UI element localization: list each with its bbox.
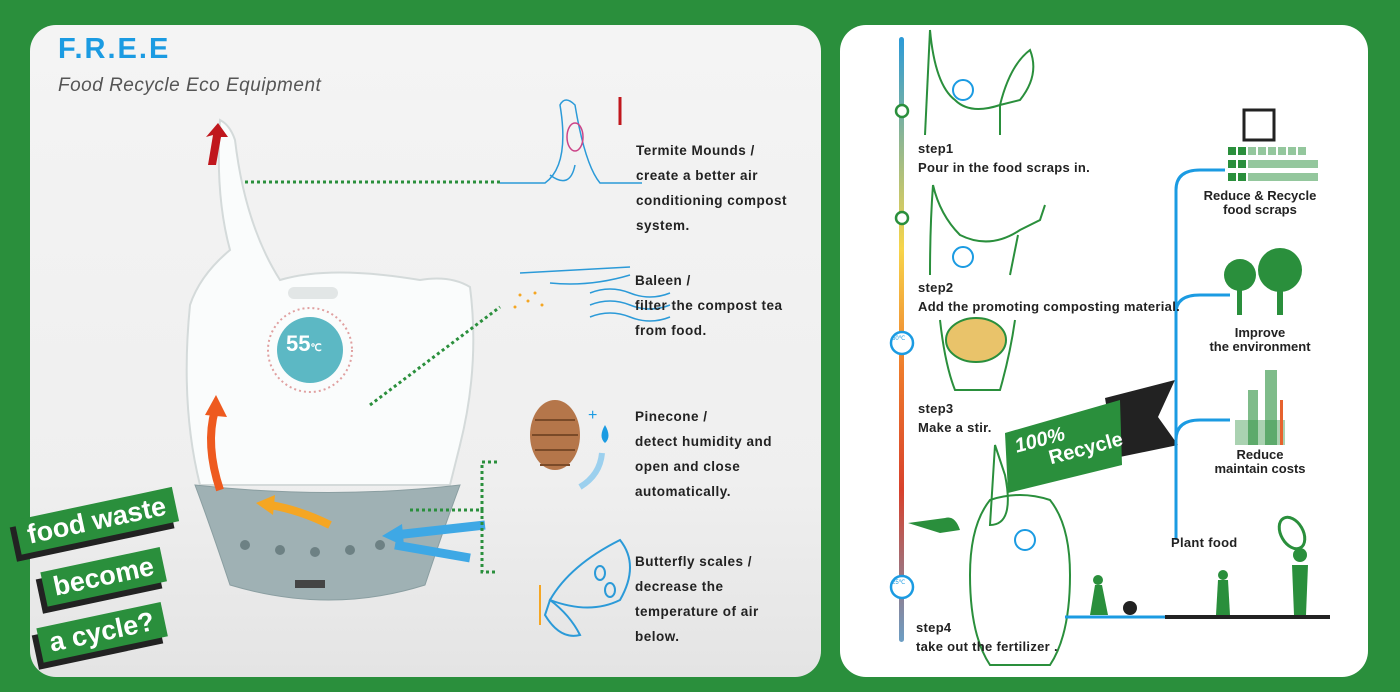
people-farming-icon bbox=[1090, 515, 1308, 615]
ground-line bbox=[1165, 615, 1330, 619]
step-4: step4 take out the fertilizer . bbox=[916, 618, 1058, 656]
timeline-temp-node bbox=[889, 574, 915, 600]
process-illustration bbox=[889, 29, 1330, 666]
feature-text: open and close bbox=[635, 459, 741, 474]
feature-text: decrease the bbox=[635, 579, 724, 594]
trees-icon bbox=[1224, 248, 1302, 315]
feature-baleen: Baleen / filter the compost tea from foo… bbox=[635, 268, 783, 343]
display-unit: ℃ bbox=[310, 343, 322, 354]
airflow-arrow-icon bbox=[207, 408, 224, 492]
device-handle-slot bbox=[288, 287, 338, 299]
feature-text: filter the compost tea bbox=[635, 298, 783, 313]
timeline-temp: 60℃ bbox=[892, 336, 906, 342]
badge-flag bbox=[1105, 380, 1178, 458]
step-text: take out the fertilizer . bbox=[916, 639, 1058, 654]
step-1: step1 Pour in the food scraps in. bbox=[918, 139, 1090, 177]
feature-text: conditioning compost bbox=[636, 193, 787, 208]
airflow-arrow-icon bbox=[394, 540, 471, 563]
carrot-icon bbox=[1277, 515, 1307, 551]
feature-title: Butterfly scales / bbox=[635, 554, 753, 569]
right-panel: 60℃ 25℃ step1 Pour in the food scraps in… bbox=[840, 25, 1368, 677]
benefit-reduce-recycle: Reduce & Recycle food scraps bbox=[1180, 189, 1340, 217]
step-text: Add the promoting composting material. bbox=[918, 299, 1181, 314]
step-label: step1 bbox=[918, 141, 954, 156]
step-device-icons bbox=[924, 29, 1072, 666]
product-illustration: + bbox=[185, 97, 671, 637]
display-temperature: 55 bbox=[286, 331, 311, 356]
step-3: step3 Make a stir. bbox=[918, 399, 992, 437]
airflow-arrow-icon bbox=[269, 501, 332, 529]
exhaust-arrow-icon bbox=[206, 123, 228, 165]
feature-text: below. bbox=[635, 629, 680, 644]
svg-text:+: + bbox=[588, 407, 597, 424]
feature-butterfly: Butterfly scales / decrease the temperat… bbox=[635, 549, 759, 649]
baleen-icon bbox=[513, 266, 671, 322]
step-2: step2 Add the promoting composting mater… bbox=[918, 278, 1180, 316]
connector-lines bbox=[245, 180, 501, 574]
device-display-icon bbox=[952, 246, 974, 268]
feature-text: system. bbox=[636, 218, 690, 233]
benefit-environment: Improve the environment bbox=[1180, 326, 1340, 354]
benefit-costs: Reduce maintain costs bbox=[1180, 448, 1340, 476]
temperature-display bbox=[277, 317, 343, 383]
feature-text: create a better air bbox=[636, 168, 759, 183]
step-label: step3 bbox=[918, 401, 954, 416]
benefit-bracket bbox=[1065, 168, 1230, 619]
pinecone-icon: + bbox=[530, 400, 609, 490]
bins-grid-icon bbox=[1228, 108, 1318, 181]
airflow-arrow-icon bbox=[394, 520, 486, 540]
display-ring bbox=[267, 307, 353, 393]
benefit-text: food scraps bbox=[1223, 202, 1297, 217]
feature-title: Termite Mounds / bbox=[636, 143, 755, 158]
feature-title: Baleen / bbox=[635, 273, 691, 288]
page-subtitle: Food Recycle Eco Equipment bbox=[58, 75, 322, 96]
timeline-node bbox=[894, 210, 910, 226]
factory-icon bbox=[1235, 370, 1285, 445]
page-title: F.R.E.E bbox=[58, 33, 171, 65]
step-text: Make a stir. bbox=[918, 420, 992, 435]
step-label: step4 bbox=[916, 620, 952, 635]
device-body bbox=[185, 118, 475, 486]
feature-text: temperature of air bbox=[635, 604, 759, 619]
feature-text: detect humidity and bbox=[635, 434, 773, 449]
feature-title: Pinecone / bbox=[635, 409, 708, 424]
feature-text: from food. bbox=[635, 323, 707, 338]
butterfly-icon bbox=[539, 538, 631, 637]
benefit-text: Improve bbox=[1234, 325, 1286, 340]
water-drop-icon bbox=[601, 425, 609, 443]
termite-mound-icon bbox=[500, 97, 642, 184]
device-display-icon bbox=[1014, 529, 1036, 551]
benefit-text: Reduce bbox=[1236, 447, 1284, 462]
badge-banner bbox=[1005, 400, 1122, 493]
device-base bbox=[194, 484, 461, 601]
device-display-icon bbox=[952, 79, 974, 101]
timeline-temp: 25℃ bbox=[892, 580, 906, 586]
feature-pinecone: Pinecone / detect humidity and open and … bbox=[635, 404, 772, 504]
plant-food-label: Plant food bbox=[1171, 535, 1238, 550]
feature-text: automatically. bbox=[635, 484, 732, 499]
trowel-icon bbox=[908, 517, 960, 533]
step-label: step2 bbox=[918, 280, 954, 295]
step-text: Pour in the food scraps in. bbox=[918, 160, 1091, 175]
timeline-node bbox=[894, 103, 910, 119]
benefit-text: Reduce & Recycle bbox=[1203, 188, 1317, 203]
benefit-text: the environment bbox=[1209, 339, 1311, 354]
vent-holes bbox=[240, 540, 385, 557]
feature-termite: Termite Mounds / create a better air con… bbox=[636, 138, 787, 238]
timeline-temp-node bbox=[889, 330, 915, 356]
benefit-text: maintain costs bbox=[1214, 461, 1306, 476]
stir-basket-icon bbox=[945, 317, 1007, 363]
